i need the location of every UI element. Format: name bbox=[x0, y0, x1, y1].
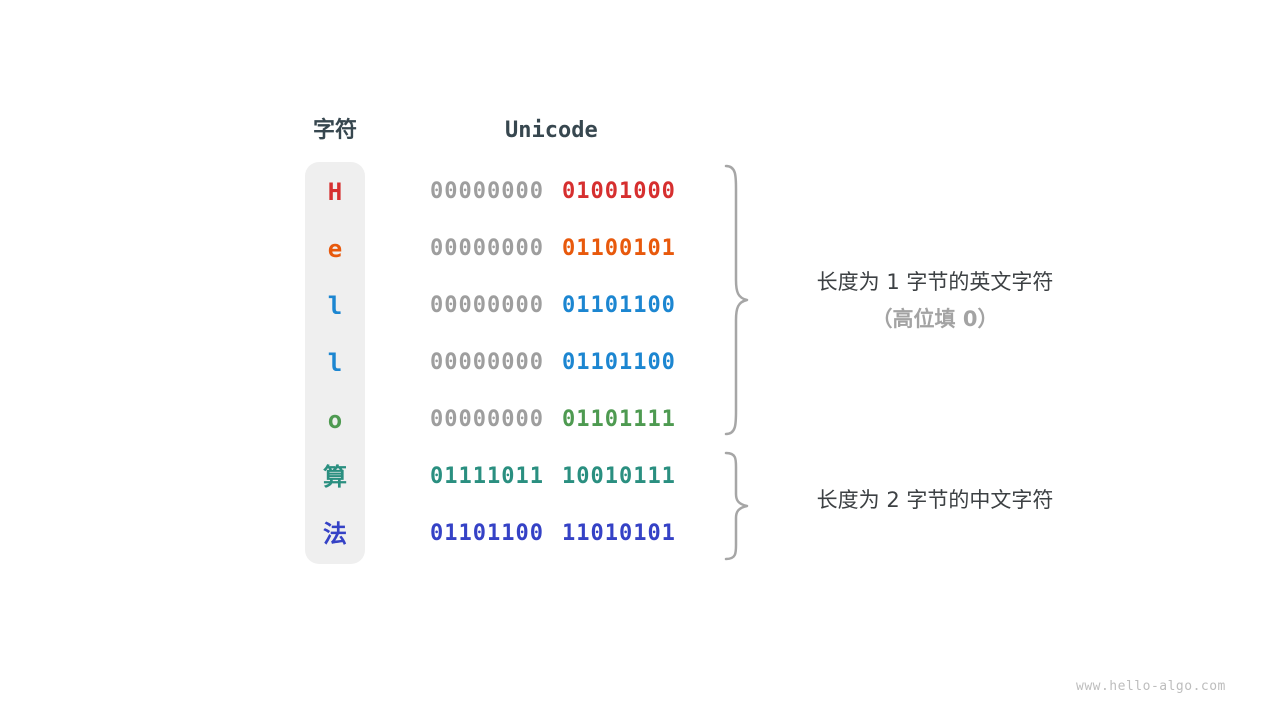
annotation-english-chars: 长度为 1 字节的英文字符 （高位填 0） bbox=[770, 264, 1100, 338]
byte-low: 01001000 bbox=[561, 179, 676, 204]
brace-chinese-group bbox=[724, 451, 749, 561]
char-cell: o bbox=[327, 406, 343, 434]
byte-high: 01101100 bbox=[430, 521, 544, 546]
byte-high: 01111011 bbox=[430, 464, 544, 489]
unicode-bits-row: 00000000 01100101 bbox=[430, 234, 676, 264]
unicode-bits-row: 00000000 01101111 bbox=[430, 405, 676, 435]
byte-low: 10010111 bbox=[561, 464, 676, 489]
byte-high: 00000000 bbox=[430, 179, 544, 204]
byte-high: 00000000 bbox=[430, 407, 544, 432]
brace-english-group bbox=[724, 164, 749, 436]
byte-low: 01100101 bbox=[561, 236, 676, 261]
char-cell: H bbox=[327, 178, 343, 206]
char-cell: 算 bbox=[323, 463, 347, 491]
annotation-english-line1: 长度为 1 字节的英文字符 bbox=[816, 270, 1054, 294]
watermark-url: www.hello-algo.com bbox=[1076, 679, 1226, 694]
unicode-bits-row: 00000000 01001000 bbox=[430, 177, 676, 207]
byte-low: 01101111 bbox=[561, 407, 676, 432]
char-cell: l bbox=[327, 349, 343, 377]
byte-high: 00000000 bbox=[430, 293, 544, 318]
character-column-background bbox=[305, 162, 365, 564]
byte-low: 01101100 bbox=[561, 350, 676, 375]
annotation-chinese-chars: 长度为 2 字节的中文字符 bbox=[770, 482, 1100, 519]
unicode-bits-row: 00000000 01101100 bbox=[430, 291, 676, 321]
annotation-chinese-line1: 长度为 2 字节的中文字符 bbox=[816, 488, 1054, 512]
byte-low: 01101100 bbox=[561, 293, 676, 318]
byte-low: 11010101 bbox=[561, 521, 676, 546]
annotation-english-line2: （高位填 0） bbox=[871, 307, 999, 331]
column-header-character: 字符 bbox=[312, 118, 357, 143]
byte-high: 00000000 bbox=[430, 350, 544, 375]
char-cell: 法 bbox=[323, 520, 347, 548]
char-cell: l bbox=[327, 292, 343, 320]
char-cell: e bbox=[327, 235, 343, 263]
unicode-bits-row: 01101100 11010101 bbox=[430, 519, 676, 549]
unicode-bits-row: 01111011 10010111 bbox=[430, 462, 676, 492]
column-header-unicode: Unicode bbox=[505, 118, 598, 143]
byte-high: 00000000 bbox=[430, 236, 544, 261]
unicode-bits-row: 00000000 01101100 bbox=[430, 348, 676, 378]
